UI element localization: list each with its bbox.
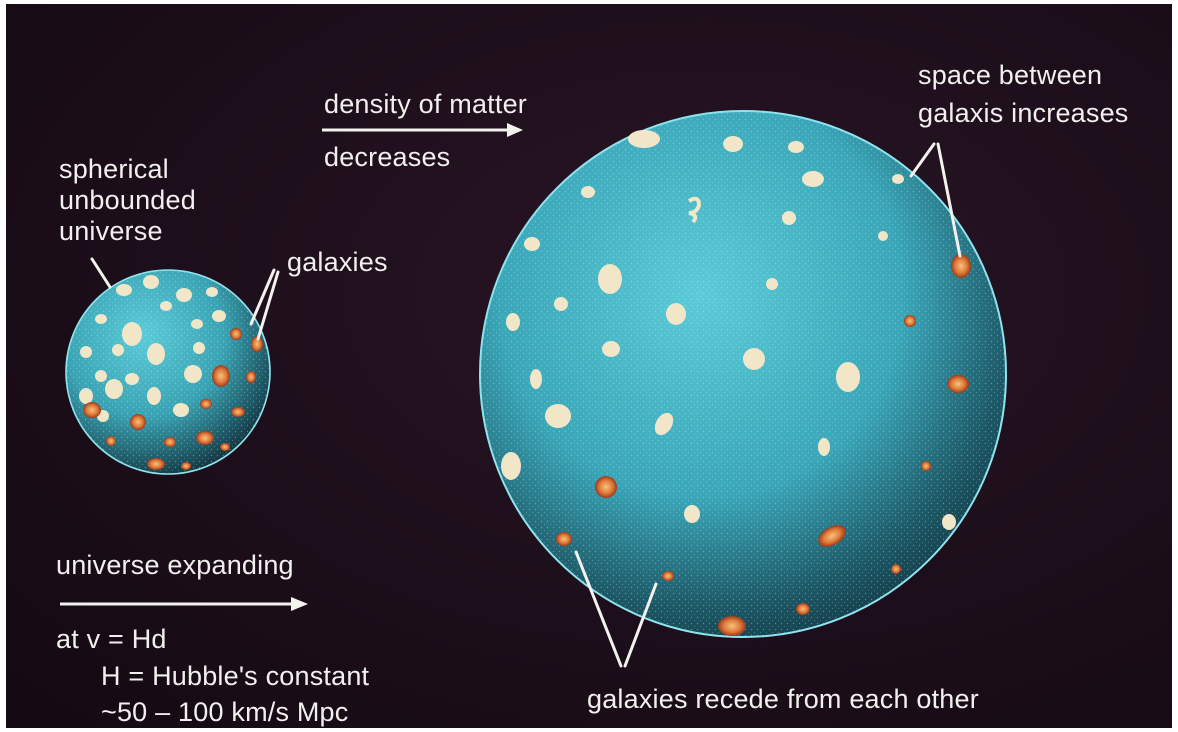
label-universe: universe: [59, 216, 163, 246]
expanded-universe-sphere: [480, 111, 1006, 637]
label-density-of-matter: density of matter: [324, 89, 527, 119]
label-galaxies: galaxies: [287, 247, 388, 277]
label-universe-expanding: universe expanding: [56, 550, 294, 580]
label-hubble-constant: H = Hubble's constant: [101, 661, 369, 691]
label-spherical: spherical: [59, 154, 169, 184]
label-galaxies-recede: galaxies recede from each other: [587, 684, 979, 714]
label-hubble-law: at v = Hd: [56, 624, 167, 654]
label-hubble-range: ~50 – 100 km/s Mpc: [101, 697, 348, 727]
diagram-canvas: spherical unbounded universe galaxies de…: [6, 4, 1172, 728]
label-unbounded: unbounded: [59, 185, 196, 215]
density-arrow: [322, 123, 523, 137]
pointer-spherical-universe: [92, 259, 110, 287]
expanding-arrow: [60, 597, 308, 611]
pointer-space-1: [911, 144, 934, 176]
label-decreases: decreases: [324, 142, 450, 172]
label-space-between: space between: [918, 60, 1102, 90]
label-galaxis-increases: galaxis increases: [918, 98, 1129, 128]
